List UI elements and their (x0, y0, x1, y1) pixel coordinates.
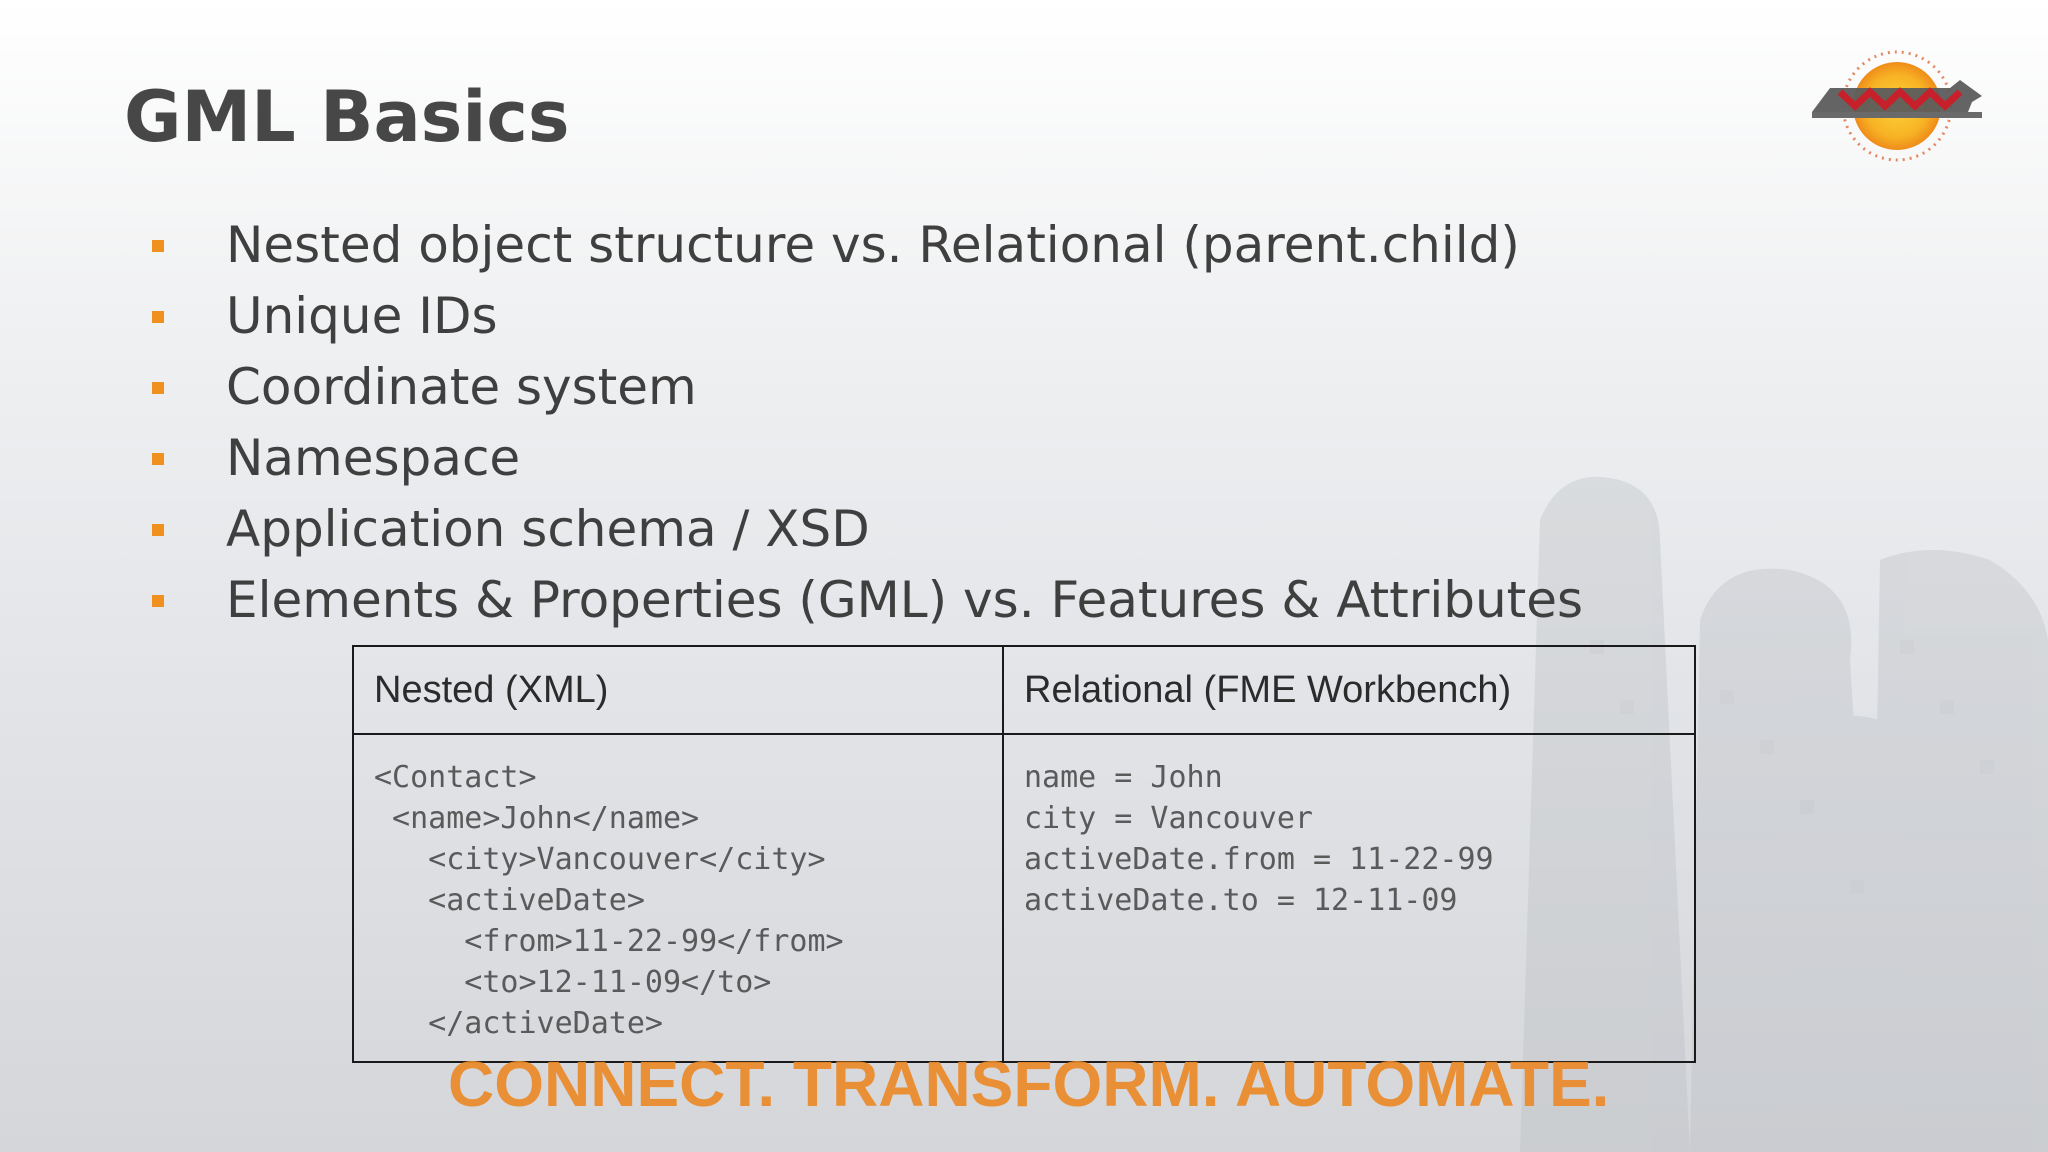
bullet-text: Coordinate system (226, 358, 697, 416)
bullet-text: Namespace (226, 429, 521, 487)
bullet-text: Nested object structure vs. Relational (… (226, 216, 1520, 274)
bullet-marker-icon (152, 382, 164, 394)
code-line: <to>12-11-09</to> (374, 965, 772, 1000)
comparison-table: Nested (XML) Relational (FME Workbench) … (352, 645, 1696, 1063)
code-line: <activeDate> (374, 883, 645, 918)
table-row: <Contact> <name>John</name> <city>Vancou… (352, 733, 1696, 1063)
bullet-marker-icon (152, 453, 164, 465)
relational-cell: name = John city = Vancouver activeDate.… (1002, 733, 1696, 1063)
nested-xml-cell: <Contact> <name>John</name> <city>Vancou… (352, 733, 1004, 1063)
footer-tagline: CONNECT. TRANSFORM. AUTOMATE. (448, 1048, 1610, 1120)
bullet-marker-icon (152, 240, 164, 252)
code-line: activeDate.from = 11-22-99 (1024, 842, 1494, 877)
header-nested-xml: Nested (XML) (352, 645, 1004, 735)
table-header-row: Nested (XML) Relational (FME Workbench) (352, 645, 1696, 735)
bullet-text: Unique IDs (226, 287, 498, 345)
bullet-text: Elements & Properties (GML) vs. Features… (226, 571, 1584, 629)
code-line: activeDate.to = 12-11-09 (1024, 883, 1458, 918)
code-line: <city>Vancouver</city> (374, 842, 826, 877)
slide-title: GML Basics (124, 76, 570, 158)
code-line: city = Vancouver (1024, 801, 1313, 836)
bullet-marker-icon (152, 524, 164, 536)
code-line: <name>John</name> (374, 801, 700, 836)
code-line: name = John (1024, 760, 1223, 795)
header-relational: Relational (FME Workbench) (1002, 645, 1696, 735)
code-line: </activeDate> (374, 1006, 663, 1041)
bullet-marker-icon (152, 311, 164, 323)
fme-logo-icon (1812, 50, 1982, 162)
bullet-text: Application schema / XSD (226, 500, 870, 558)
code-line: <Contact> (374, 760, 537, 795)
code-line: <from>11-22-99</from> (374, 924, 844, 959)
bullet-marker-icon (152, 595, 164, 607)
